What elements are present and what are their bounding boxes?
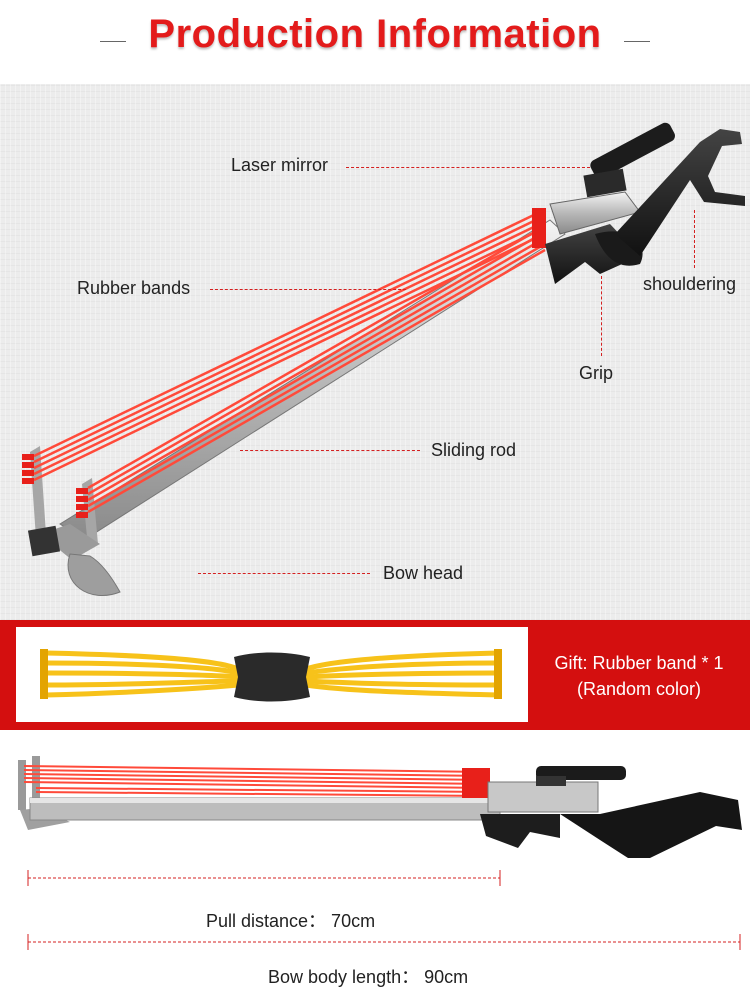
- bow-head-block: [27, 525, 61, 557]
- title-rule-right: [624, 41, 650, 42]
- leader-sliding-rod: [240, 450, 420, 451]
- gift-line-2: (Random color): [576, 679, 702, 699]
- sliding-rod-shape: [59, 219, 566, 541]
- header: Production Information: [0, 0, 750, 84]
- label-laser-mirror: Laser mirror: [231, 155, 329, 175]
- leader-bow-head: [198, 573, 370, 574]
- title-rule-left: [100, 41, 126, 42]
- fork-arm-right: [82, 478, 98, 548]
- slingshot-side-image: [18, 756, 742, 950]
- leader-grip: [601, 276, 602, 356]
- bow-body-length-label: Bow body length： 90cm: [268, 967, 469, 987]
- leather-pouch: [234, 652, 310, 702]
- shoulder-stock: [615, 129, 745, 256]
- label-rubber-bands: Rubber bands: [77, 278, 191, 298]
- fork-arm-left: [30, 446, 46, 538]
- red-bands: [33, 210, 546, 514]
- label-sliding-rod: Sliding rod: [431, 440, 517, 460]
- leader-shouldering: [694, 210, 695, 268]
- leader-rubber-bands: [210, 289, 406, 290]
- gift-image-box: [16, 627, 528, 722]
- label-grip: Grip: [579, 363, 614, 383]
- gift-text: Gift: Rubber band * 1 (Random color): [528, 650, 750, 702]
- product-diagram-panel: Laser mirror Rubber bands shouldering Gr…: [0, 84, 750, 620]
- yellow-rubber-band-image: [40, 649, 502, 702]
- laser-scope: [590, 122, 675, 179]
- pull-distance-label: Pull distance： 70cm: [206, 911, 376, 931]
- leader-laser-mirror: [346, 167, 590, 168]
- label-bow-head: Bow head: [383, 563, 464, 583]
- gift-banner: Gift: Rubber band * 1 (Random color): [0, 620, 750, 730]
- label-shouldering: shouldering: [643, 274, 737, 294]
- dimension-panel: Pull distance： 70cm Bow body length： 90c…: [0, 730, 750, 1004]
- slingshot-top-image: [22, 122, 745, 597]
- gift-line-1: Gift: Rubber band * 1: [554, 653, 724, 673]
- page-title: Production Information: [148, 12, 602, 56]
